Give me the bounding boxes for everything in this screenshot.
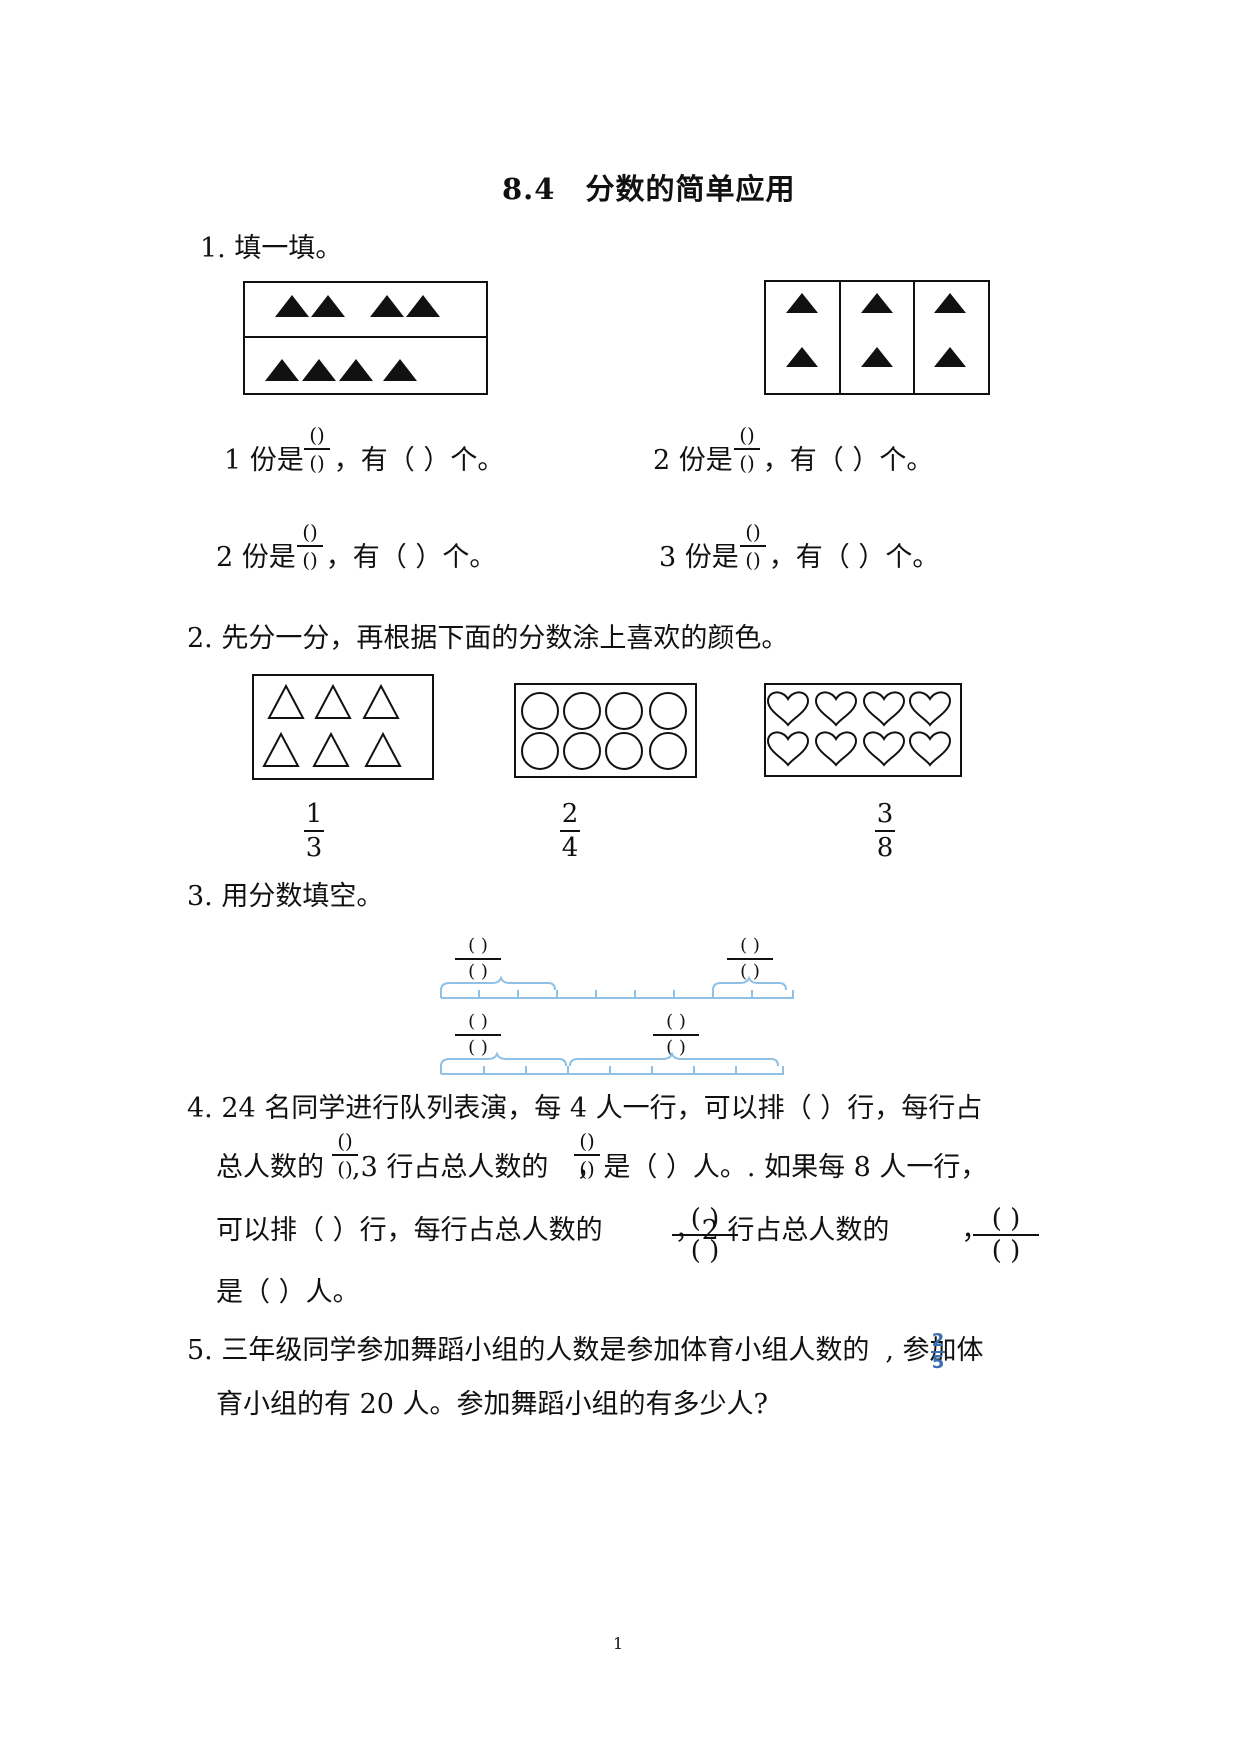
page-number: 1 xyxy=(613,1634,624,1653)
q3-ruler-bottom xyxy=(440,1051,784,1075)
q1-line-4: 3 份是，有（ ）个。 xyxy=(659,542,940,573)
q4-line-2: 总人数的,3 行占总人数的，是（ ）人。. 如果每 8 人一行， xyxy=(216,1152,988,1183)
q1-fraction-3: ()() xyxy=(297,521,323,571)
q4-fraction-4: ( )( ) xyxy=(973,1206,1039,1264)
q3-ruler-top xyxy=(440,975,794,999)
q3-fraction-top-right: ( )( ) xyxy=(727,936,773,982)
heart-shape xyxy=(908,731,952,767)
heart-shape xyxy=(766,691,810,727)
q1-label: 1. 填一填。 xyxy=(200,233,343,264)
q4-fraction-1: ()() xyxy=(332,1130,358,1180)
heart-shape xyxy=(814,731,858,767)
q1-fraction-1: ()() xyxy=(304,424,330,474)
q5-line-1: 5. 三年级同学参加舞蹈小组的人数是参加体育小组人数的, 参加体 xyxy=(187,1335,984,1366)
heart-shape xyxy=(862,731,906,767)
heart-shape xyxy=(862,691,906,727)
q5-line-2: 育小组的有 20 人。参加舞蹈小组的有多少人? xyxy=(216,1389,768,1420)
q1-box-three-columns xyxy=(764,280,990,395)
heart-shape xyxy=(766,731,810,767)
q3-label: 3. 用分数填空。 xyxy=(187,881,384,912)
heart-shape xyxy=(814,691,858,727)
q2-box-triangles xyxy=(252,674,434,780)
q1-box-two-rows xyxy=(243,281,488,395)
q2-label: 2. 先分一分，再根据下面的分数涂上喜欢的颜色。 xyxy=(187,623,789,654)
q3-fraction-top-left: ( )( ) xyxy=(455,936,501,982)
q4-fraction-2: ()() xyxy=(574,1130,600,1180)
q4-line-4: 是（ ）人。 xyxy=(216,1277,360,1308)
q3-fraction-bottom-right: ( )( ) xyxy=(653,1012,699,1058)
heart-shape xyxy=(908,691,952,727)
q4-fraction-3: ( )( ) xyxy=(672,1206,738,1264)
page-title: 8.4 分数的简单应用 xyxy=(502,172,796,206)
q2-box-circles xyxy=(514,683,697,778)
q2-box-hearts xyxy=(764,683,962,777)
q1-line-2: 2 份是，有（ ）个。 xyxy=(653,445,934,476)
q1-fraction-2: ()() xyxy=(734,424,760,474)
q1-line-1: 1 份是，有（ ）个。 xyxy=(224,445,505,476)
q1-line-3: 2 份是，有（ ）个。 xyxy=(216,542,497,573)
q4-line-1: 4. 24 名同学进行队列表演，每 4 人一行，可以排（ ）行，每行占 xyxy=(187,1093,983,1124)
q3-fraction-bottom-left: ( )( ) xyxy=(455,1012,501,1058)
q1-fraction-4: ()() xyxy=(740,521,766,571)
q4-line-3: 可以排（ ）行，每行占总人数的，2 行占总人数的， xyxy=(216,1215,989,1246)
